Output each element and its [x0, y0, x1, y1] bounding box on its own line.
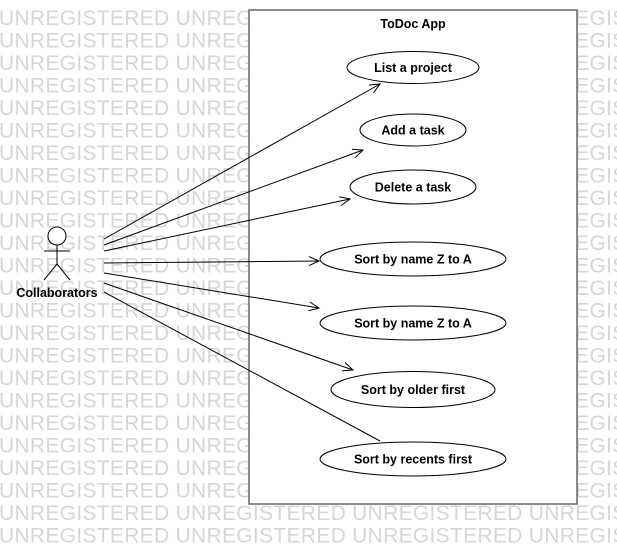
use-case-ellipse[interactable]: [346, 51, 480, 84]
association-line[interactable]: [103, 260, 320, 264]
use-case-label: Sort by name Z to A: [354, 317, 472, 331]
use-case-ellipse[interactable]: [319, 241, 507, 277]
arrowhead-icon: [308, 301, 321, 312]
actor-head: [47, 226, 67, 246]
arrowhead-icon: [351, 148, 365, 159]
actor-label: Collaborators: [16, 286, 97, 300]
actor-collaborators[interactable]: Collaborators: [16, 226, 98, 300]
use-case-ellipse[interactable]: [319, 305, 507, 341]
use-case-label: Sort by older first: [361, 383, 466, 397]
association-line[interactable]: [103, 149, 364, 246]
use-case-label: Sort by name Z to A: [354, 253, 472, 267]
arrowhead-icon: [368, 83, 382, 94]
arrowhead-icon: [341, 362, 355, 372]
use-case-sort-recents[interactable]: Sort by recents first: [319, 441, 507, 477]
arrowhead-icon: [308, 256, 321, 267]
actor-left-leg: [43, 263, 58, 281]
watermark-text: UNREGISTERED UNREGISTERED UNREGISTERED U…: [0, 502, 617, 525]
association-line[interactable]: [103, 198, 351, 252]
use-case-delete-task[interactable]: Delete a task: [349, 169, 477, 205]
use-case-list-project[interactable]: List a project: [346, 51, 480, 84]
association-line[interactable]: [103, 291, 381, 442]
watermark-text: UNREGISTERED UNREGISTERED UNREGISTERED U…: [0, 525, 617, 546]
use-case-ellipse[interactable]: [319, 441, 507, 477]
use-case-sort-name-2[interactable]: Sort by name Z to A: [319, 305, 507, 341]
system-title: ToDoc App: [380, 17, 446, 31]
association-line[interactable]: [103, 83, 381, 240]
associations: [103, 83, 382, 442]
actor-right-leg: [56, 263, 71, 281]
use-case-sort-older[interactable]: Sort by older first: [330, 371, 496, 408]
association-line[interactable]: [103, 272, 320, 309]
use-case-add-task[interactable]: Add a task: [359, 113, 467, 147]
arrowhead-icon: [339, 196, 352, 206]
use-case-label: Sort by recents first: [354, 453, 473, 467]
use-case-label: Add a task: [381, 124, 444, 138]
use-case-sort-name-1[interactable]: Sort by name Z to A: [319, 241, 507, 277]
use-case-ellipse[interactable]: [349, 169, 477, 205]
use-case-ellipse[interactable]: [330, 371, 496, 408]
association-line[interactable]: [103, 282, 354, 371]
use-cases: List a project Add a task Delete a task …: [319, 51, 507, 477]
use-case-ellipse[interactable]: [359, 113, 467, 147]
use-case-label: List a project: [374, 61, 453, 75]
use-case-label: Delete a task: [375, 181, 451, 195]
